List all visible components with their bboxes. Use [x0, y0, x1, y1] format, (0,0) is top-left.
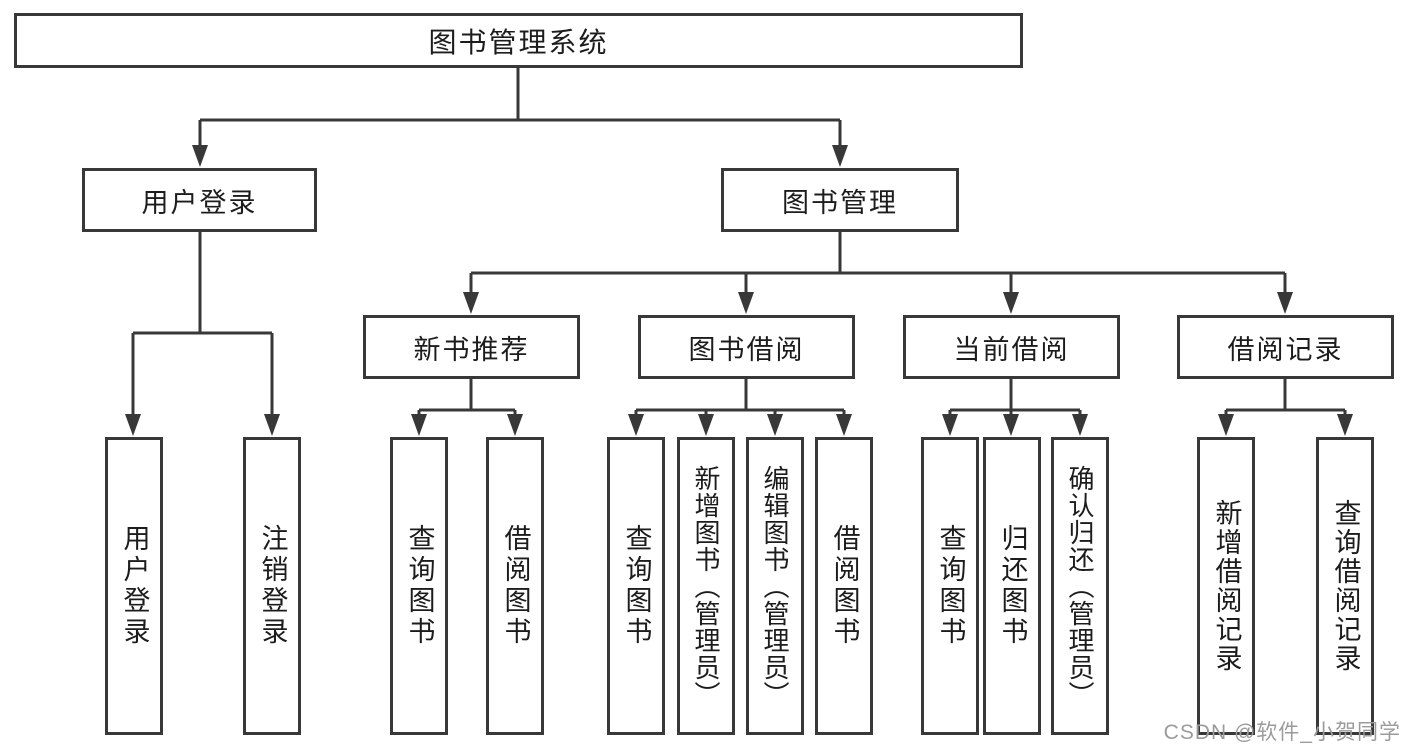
arrowhead-down-icon — [942, 414, 958, 436]
leaf-borrow-books: 借阅图书 — [815, 437, 873, 735]
arrowhead-down-icon — [767, 414, 783, 436]
leaf-search-books-current: 查询图书 — [921, 437, 979, 735]
node-current-borrow: 当前借阅 — [903, 315, 1120, 379]
arrowhead-down-icon — [125, 414, 141, 436]
leaf-search-books-borrow: 查询图书 — [607, 437, 665, 735]
arrowhead-down-icon — [1218, 414, 1234, 436]
connector-book-borrow-to-leaves — [634, 379, 846, 421]
arrowhead-down-icon — [836, 414, 852, 436]
arrowhead-down-icon — [628, 414, 644, 436]
connector-new-book-rec-to-leaves — [417, 379, 517, 421]
node-book-borrow: 图书借阅 — [638, 315, 855, 379]
node-borrow-records: 借阅记录 — [1177, 315, 1394, 379]
node-new-book-recommend: 新书推荐 — [363, 315, 580, 379]
connector-shafts — [131, 68, 1347, 421]
leaf-add-books-admin: 新增图书（管理员） — [677, 437, 735, 735]
arrowhead-down-icon — [698, 414, 714, 436]
arrowhead-down-icon — [1003, 292, 1019, 314]
leaf-user-login: 用户登录 — [105, 437, 163, 735]
leaf-edit-books-admin: 编辑图书（管理员） — [746, 437, 804, 735]
leaf-logout: 注销登录 — [243, 437, 301, 735]
arrowhead-down-icon — [507, 414, 523, 436]
leaf-search-borrow-record: 查询借阅记录 — [1316, 437, 1374, 735]
arrowhead-down-icon — [264, 414, 280, 436]
node-user-login: 用户登录 — [82, 168, 317, 232]
leaf-borrow-books-recommend: 借阅图书 — [486, 437, 544, 735]
connector-borrow-records-to-leaves — [1224, 379, 1347, 421]
arrowheads — [125, 145, 1353, 436]
leaf-add-borrow-record: 新增借阅记录 — [1197, 437, 1255, 735]
arrowhead-down-icon — [411, 414, 427, 436]
connector-user-login-to-leaves — [131, 232, 274, 421]
arrowhead-down-icon — [1337, 414, 1353, 436]
arrowhead-down-icon — [192, 145, 208, 167]
arrowhead-down-icon — [1003, 414, 1019, 436]
arrowhead-down-icon — [738, 292, 754, 314]
arrowhead-down-icon — [1072, 414, 1088, 436]
node-book-management: 图书管理 — [721, 168, 959, 232]
arrowhead-down-icon — [832, 145, 848, 167]
leaf-search-books-recommend: 查询图书 — [390, 437, 448, 735]
leaf-confirm-return-admin: 确认归还（管理员） — [1051, 437, 1109, 735]
connector-book-mgmt-to-level3 — [469, 232, 1287, 300]
watermark: CSDN @软件_小贺同学 — [1163, 721, 1401, 744]
node-root: 图书管理系统 — [14, 13, 1023, 68]
arrowhead-down-icon — [463, 292, 479, 314]
arrowhead-down-icon — [1277, 292, 1293, 314]
leaf-return-books: 归还图书 — [983, 437, 1041, 735]
connector-root-to-level2 — [198, 68, 842, 153]
